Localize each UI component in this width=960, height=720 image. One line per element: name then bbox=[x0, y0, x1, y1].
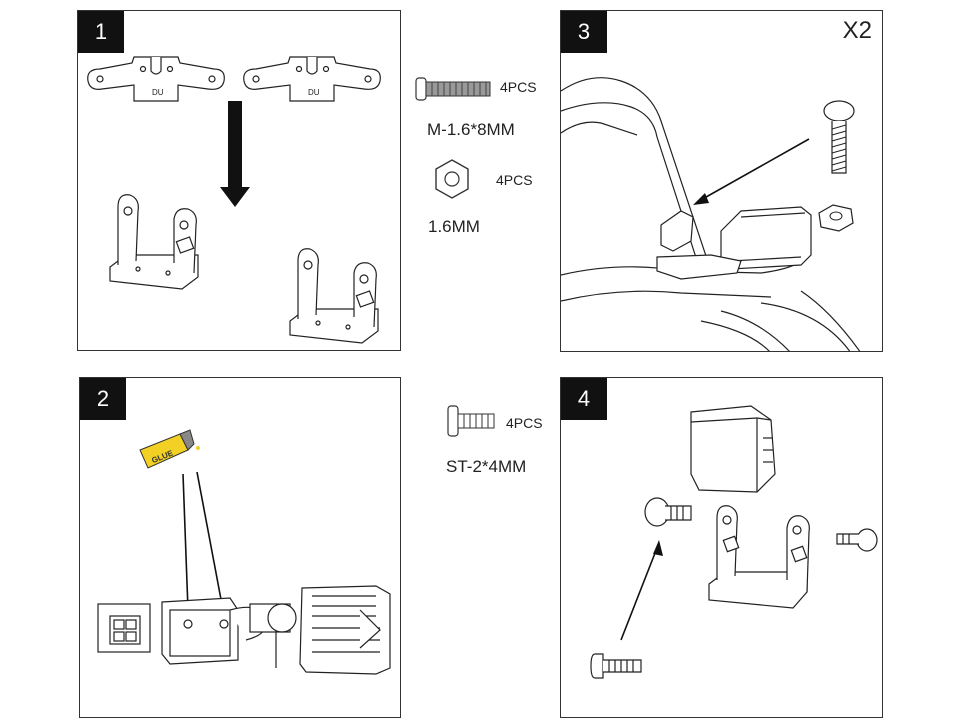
up-arrow-icon bbox=[620, 540, 663, 641]
step-3-panel: 3 X2 bbox=[560, 10, 883, 352]
parts-illustrations bbox=[415, 77, 495, 437]
down-arrow-icon bbox=[220, 101, 250, 207]
step-4-illustration bbox=[590, 405, 878, 679]
light-back-bracket bbox=[161, 597, 297, 668]
hex-nut-icon bbox=[435, 159, 469, 199]
bolt-spec: M-1.6*8MM bbox=[427, 120, 515, 139]
mounted-light bbox=[656, 206, 812, 280]
screw-right-icon bbox=[836, 528, 878, 552]
connector-housing bbox=[97, 603, 151, 653]
screw-bottom-icon bbox=[590, 653, 642, 679]
step-3-badge: 3 bbox=[561, 11, 607, 53]
light-cube-top bbox=[690, 405, 776, 493]
multiplier-label: X2 bbox=[842, 17, 872, 44]
screw-qty: 4PCS bbox=[506, 415, 543, 431]
bolt-qty: 4PCS bbox=[500, 79, 537, 95]
step-2-illustration: GLUE bbox=[97, 429, 391, 675]
nut-spec: 1.6MM bbox=[428, 217, 480, 236]
step-3-illustration bbox=[561, 77, 861, 351]
flat-bracket-left: DU bbox=[87, 56, 225, 102]
step-4-badge: 4 bbox=[561, 378, 607, 420]
light-cube-front bbox=[299, 585, 391, 675]
bolt-icon bbox=[823, 100, 855, 174]
bolt-horizontal-icon bbox=[415, 77, 491, 101]
svg-text:DU: DU bbox=[308, 88, 320, 97]
step-2-panel: 2 GLUE bbox=[79, 377, 401, 718]
step-1-panel: 1 DU DU bbox=[77, 10, 401, 351]
flat-bracket-right: DU bbox=[243, 56, 381, 102]
nut-icon bbox=[818, 204, 854, 232]
nut-qty: 4PCS bbox=[496, 172, 533, 188]
step-2-badge: 2 bbox=[80, 378, 126, 420]
screw-st-icon bbox=[447, 405, 495, 437]
svg-text:DU: DU bbox=[152, 88, 164, 97]
screw-left-icon bbox=[644, 497, 692, 527]
bent-bracket-right bbox=[289, 248, 379, 344]
glue-tube-icon: GLUE bbox=[139, 429, 200, 469]
step-1-badge: 1 bbox=[78, 11, 124, 53]
pointer-arrow-icon bbox=[693, 138, 810, 205]
bent-bracket-left bbox=[109, 194, 199, 290]
screw-spec: ST-2*4MM bbox=[446, 457, 527, 476]
step-1-illustration: DU DU bbox=[87, 56, 381, 344]
light-bracket bbox=[708, 505, 810, 609]
step-4-panel: 4 bbox=[560, 377, 883, 718]
